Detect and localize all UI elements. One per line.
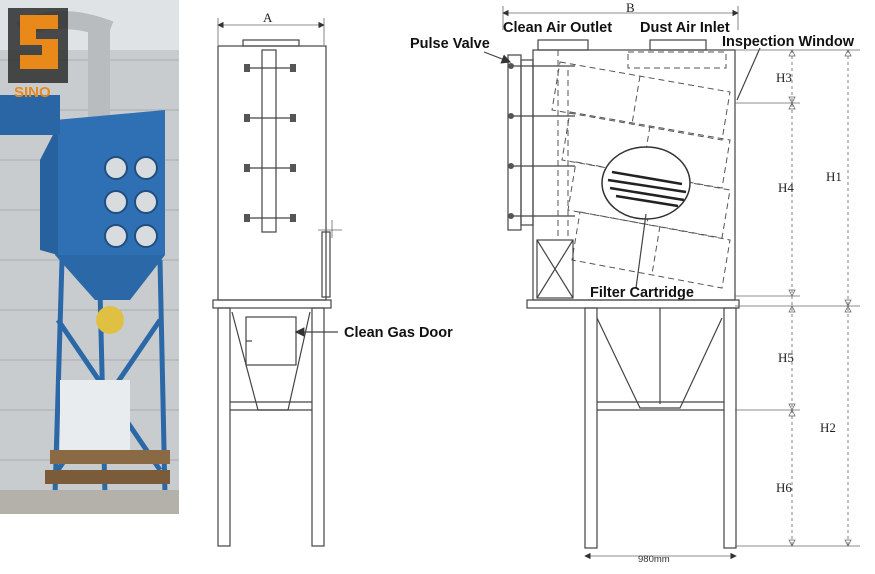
h5-label: H5 bbox=[778, 350, 794, 365]
dimension-b-label: B bbox=[626, 0, 635, 15]
side-view: B Clean Air Outlet Dust Air Inlet Pulse … bbox=[410, 0, 860, 565]
h2-label: H2 bbox=[820, 420, 836, 435]
filter-cartridge-label: Filter Cartridge bbox=[590, 285, 694, 301]
sino-logo: SINO bbox=[8, 8, 68, 101]
h3-label: H3 bbox=[776, 70, 792, 85]
h4-label: H4 bbox=[778, 180, 794, 195]
logo-text: SINO bbox=[14, 84, 51, 101]
clean-air-outlet-label: Clean Air Outlet bbox=[503, 20, 612, 36]
base-width-label: 980mm bbox=[638, 554, 670, 565]
front-view: A Cl bbox=[212, 10, 453, 547]
pulse-valve-label: Pulse Valve bbox=[410, 36, 490, 52]
h1-label: H1 bbox=[826, 169, 842, 184]
dust-air-inlet-label: Dust Air Inlet bbox=[640, 20, 730, 36]
inspection-window-label: Inspection Window bbox=[722, 34, 855, 50]
dimension-a-label: A bbox=[263, 10, 273, 25]
clean-gas-door-label: Clean Gas Door bbox=[344, 325, 453, 341]
dust-collector-photo: SINO bbox=[0, 0, 179, 514]
h6-label: H6 bbox=[776, 480, 792, 495]
